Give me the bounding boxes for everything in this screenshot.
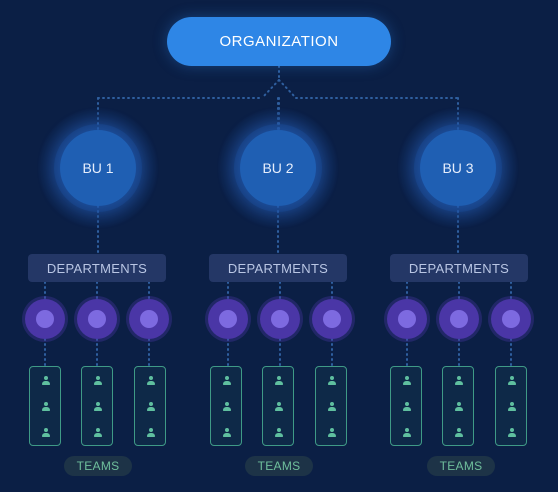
person-icon (146, 428, 156, 438)
org-fork-left (261, 79, 280, 99)
person-icon (93, 376, 103, 386)
bu-2-node: BU 2 (240, 130, 316, 206)
bu-3-department-node-1 (387, 299, 427, 339)
person-icon (327, 376, 337, 386)
bu-2-department-node-1 (208, 299, 248, 339)
person-icon (41, 428, 51, 438)
bu-3-teams-label: TEAMS (427, 456, 495, 476)
bu-1-department-node-1 (25, 299, 65, 339)
person-icon (274, 402, 284, 412)
person-icon (274, 428, 284, 438)
bu-2-departments-label: DEPARTMENTS (209, 254, 347, 282)
person-icon (41, 402, 51, 412)
person-icon (507, 428, 517, 438)
person-icon (507, 376, 517, 386)
bu-2-team-3 (315, 366, 347, 446)
organization-node: ORGANIZATION (167, 17, 391, 66)
person-icon (402, 376, 412, 386)
bu-3-team-2 (442, 366, 474, 446)
person-icon (507, 402, 517, 412)
bu-3-team-1 (390, 366, 422, 446)
bu-2-department-node-2 (260, 299, 300, 339)
person-icon (222, 376, 232, 386)
bu-1-team-3 (134, 366, 166, 446)
person-icon (402, 402, 412, 412)
person-icon (146, 402, 156, 412)
person-icon (327, 428, 337, 438)
bu-3-team-3 (495, 366, 527, 446)
bu-1-department-node-2 (77, 299, 117, 339)
person-icon (454, 376, 464, 386)
person-icon (454, 428, 464, 438)
person-icon (93, 402, 103, 412)
bu-1-team-2 (81, 366, 113, 446)
person-icon (402, 428, 412, 438)
bu-3-department-node-2 (439, 299, 479, 339)
person-icon (41, 376, 51, 386)
person-icon (327, 402, 337, 412)
bu-2-team-1 (210, 366, 242, 446)
person-icon (222, 402, 232, 412)
person-icon (93, 428, 103, 438)
bu-1-teams-label: TEAMS (64, 456, 132, 476)
bu-1-team-1 (29, 366, 61, 446)
bu-1-node: BU 1 (60, 130, 136, 206)
bu-3-node: BU 3 (420, 130, 496, 206)
bu-2-teams-label: TEAMS (245, 456, 313, 476)
bu-1-departments-label: DEPARTMENTS (28, 254, 166, 282)
bu-2-team-2 (262, 366, 294, 446)
org-fork-right (278, 79, 297, 99)
bu-1-department-node-3 (129, 299, 169, 339)
bu-3-departments-label: DEPARTMENTS (390, 254, 528, 282)
person-icon (222, 428, 232, 438)
bu-3-department-node-3 (491, 299, 531, 339)
person-icon (146, 376, 156, 386)
person-icon (454, 402, 464, 412)
bu-2-department-node-3 (312, 299, 352, 339)
person-icon (274, 376, 284, 386)
